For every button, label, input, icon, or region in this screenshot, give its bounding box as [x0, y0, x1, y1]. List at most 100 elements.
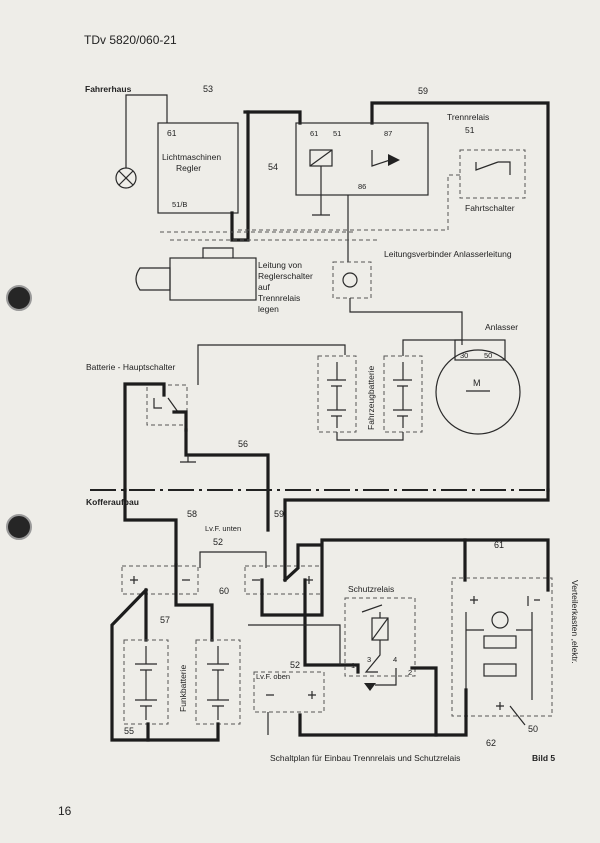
isolating-relay	[295, 122, 429, 196]
relay-coil-diagonal	[309, 149, 333, 167]
connector-label: Leitungsverbinder Anlasserleitung	[384, 249, 512, 259]
relay-terminal-87: 87	[384, 129, 392, 138]
wire-main-switch-left	[123, 382, 166, 492]
protection-relay-contact-icon	[361, 604, 383, 673]
protection-relay-pin3: 3	[367, 655, 371, 664]
line-note-2: Reglerschalter	[258, 271, 313, 281]
drive-switch-box	[459, 149, 526, 199]
protection-relay-pin2: 2	[408, 668, 412, 677]
line-note-1: Leitung von	[258, 260, 302, 270]
lvf-lower-label: Lv.F. unten	[205, 524, 241, 533]
main-switch-contact-icon	[153, 397, 179, 413]
wire-to-relay-pin3	[248, 624, 341, 665]
protection-relay	[344, 597, 416, 677]
wire-55	[110, 587, 150, 742]
wire-battery-to-starter	[402, 339, 462, 356]
wire-label-54: 54	[268, 162, 278, 172]
lvf-lower-left	[121, 565, 199, 595]
wire-label-59-top: 59	[418, 86, 428, 96]
radio-battery-1-cells-icon	[135, 646, 157, 720]
figure-label: Bild 5	[532, 753, 555, 763]
alternator-body	[169, 257, 257, 301]
wire-main-switch-out	[172, 410, 188, 432]
lvf-lower-left-polarity-icon	[130, 576, 190, 584]
wire-label-52-top: 52	[213, 537, 223, 547]
relay-contact	[371, 150, 391, 167]
wire-label-56: 56	[238, 439, 248, 449]
relay-ground-icon	[312, 166, 330, 216]
diagram-caption: Schaltplan für Einbau Trennrelais und Sc…	[270, 753, 460, 763]
wire-battery-bottom	[146, 722, 220, 742]
wire-connector-to-starter	[349, 298, 463, 345]
lvf-lower-right	[244, 565, 322, 595]
line-connector-box	[332, 261, 372, 299]
regulator-label-line2: Regler	[176, 163, 201, 173]
electrical-distributor	[451, 577, 553, 717]
distributor-terminal-plus-icon	[496, 702, 526, 726]
starter-label: Anlasser	[485, 322, 518, 332]
drive-switch-label: Fahrtschalter	[465, 203, 515, 213]
punch-hole-top	[6, 285, 32, 311]
line-note-4: Trennrelais	[258, 293, 300, 303]
vehicle-battery-1-cells-icon	[327, 362, 346, 428]
isolating-relay-title: Trennrelais	[447, 112, 489, 122]
starter-terminal-block	[454, 339, 506, 361]
protection-relay-coil-diagonal	[371, 617, 389, 641]
protection-relay-diode-icon	[364, 683, 376, 691]
ground-icon-56	[180, 455, 196, 463]
lvf-upper-polarity-icon	[266, 691, 316, 699]
starter-terminal-30: 30	[460, 351, 468, 360]
relay-contact-arrow-icon	[388, 154, 400, 166]
wire-54	[230, 110, 250, 242]
starter-motor-m: M	[473, 378, 481, 388]
wire-label-59-body: 59	[274, 509, 284, 519]
wire-label-57: 57	[160, 615, 170, 625]
doc-number: TDv 5820/060-21	[84, 33, 177, 47]
alternator-pulley-icon	[135, 267, 171, 291]
lvf-upper-label: Lv.F. oben	[256, 672, 290, 681]
wire-label-60: 60	[219, 586, 229, 596]
lvf-lower-bracket	[199, 551, 267, 568]
line-note-3: auf	[258, 282, 270, 292]
relay-terminal-51: 51	[333, 129, 341, 138]
wire-60	[174, 563, 214, 642]
wire-battery-series	[336, 432, 404, 441]
wire-label-53: 53	[203, 84, 213, 94]
protection-relay-pin4: 4	[393, 655, 397, 664]
vehicle-battery-label: Fahrzeugbatterie	[366, 365, 376, 430]
wire-56	[184, 428, 270, 532]
wire-59-to-distributor	[260, 538, 467, 617]
wire-junction	[282, 543, 322, 583]
distributor-internal-wiring	[465, 612, 533, 700]
page-number: 16	[58, 804, 72, 818]
vehicle-battery-2-cells-icon	[393, 362, 412, 428]
distributor-label: Verteilerkasten ,elektr.	[570, 580, 580, 664]
wire-59-body	[283, 488, 550, 582]
wire-to-relay-pin1	[303, 578, 360, 674]
wire-relay-to-lvf-upper	[298, 666, 438, 737]
punch-hole-bottom	[6, 514, 32, 540]
wire-label-62: 62	[486, 738, 496, 748]
wire-main-switch-to-battery	[197, 344, 346, 385]
protection-relay-title: Schutzrelais	[348, 584, 394, 594]
main-switch-box	[146, 384, 188, 426]
section-body-label: Kofferaufbau	[86, 497, 139, 507]
wire-61	[463, 538, 550, 592]
distributor-polarity-icon	[470, 596, 540, 606]
isolating-relay-number: 51	[465, 125, 475, 135]
wire-label-58: 58	[187, 509, 197, 519]
regulator-label-line1: Lichtmaschinen	[162, 152, 221, 162]
distributor-indicator-lamp-icon	[491, 611, 509, 629]
radio-battery-label: Funkbatterie	[178, 664, 188, 712]
starter-motor-icon	[435, 349, 521, 435]
section-cab-label: Fahrerhaus	[85, 84, 132, 94]
wire-label-50: 50	[528, 724, 538, 734]
regulator-terminal-61: 61	[167, 128, 177, 138]
wire-label-55: 55	[124, 726, 134, 736]
wire-62	[434, 688, 468, 737]
lamp-wire-53	[125, 94, 168, 168]
main-switch-label: Batterie - Hauptschalter	[86, 362, 175, 372]
line-note-5: legen	[258, 304, 279, 314]
